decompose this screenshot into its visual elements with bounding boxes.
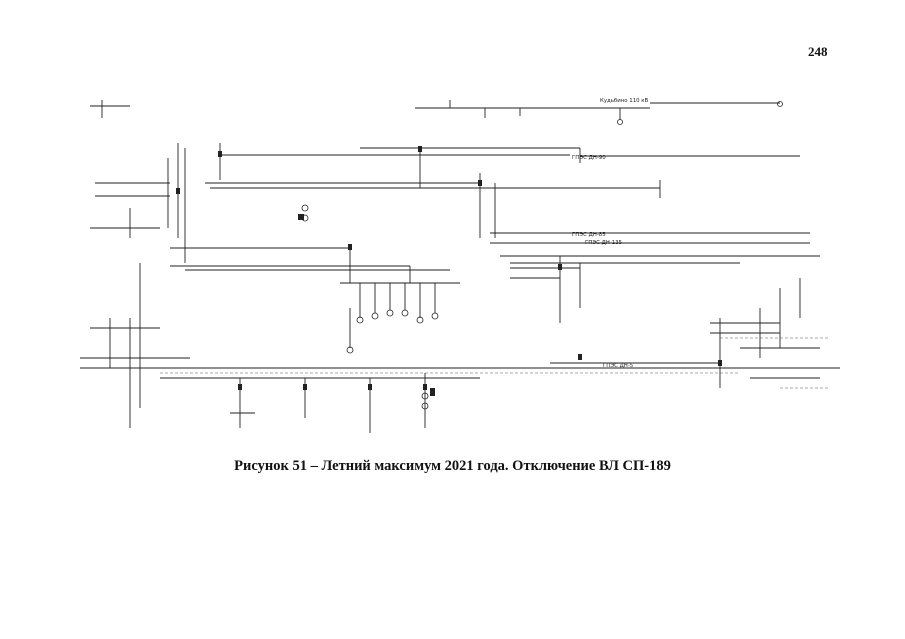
network-schematic-svg: Кудьбино 110 кВ ГПЭС ДН-90 ГПЭС ДН-85 ГП… [80,98,840,433]
label-top-right-voltage: Кудьбино 110 кВ [600,98,649,104]
page-number: 248 [808,44,828,59]
figure-caption: Рисунок 51 – Летний максимум 2021 года. … [234,458,671,474]
label-gpes-dn90: ГПЭС ДН-90 [572,155,606,161]
schematic-diagram: Кудьбино 110 кВ ГПЭС ДН-90 ГПЭС ДН-85 ГП… [60,88,840,448]
label-gpes-dn85: ГПЭС ДН-85 [572,232,606,238]
label-gpes-dn5: ГПЭС ДН-5 [603,363,633,369]
label-gpes-dn135: ГПЭС ДН-135 [585,240,622,246]
